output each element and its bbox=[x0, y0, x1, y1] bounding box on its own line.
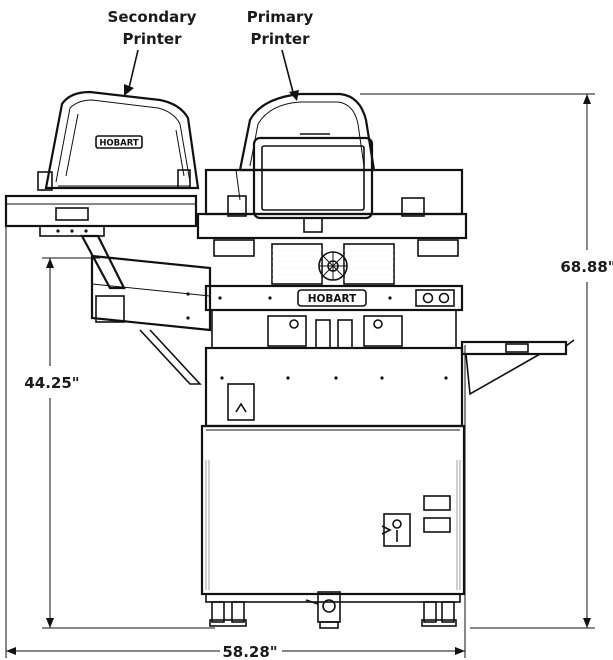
secondary-printer: HOBART bbox=[37, 90, 200, 191]
front-brand-panel: HOBART bbox=[204, 284, 464, 312]
secondary-printer-brand-badge bbox=[95, 135, 143, 149]
secondary-printer-label-line1: Secondary bbox=[108, 8, 197, 26]
upper-frame bbox=[196, 168, 468, 257]
table-height-dimension bbox=[42, 257, 215, 629]
touch-screen bbox=[252, 136, 374, 233]
right-side-shelf bbox=[460, 339, 575, 396]
overall-width-dimension bbox=[5, 200, 466, 658]
overall-height-dimension bbox=[360, 93, 595, 629]
machine-drawing: HOBART bbox=[4, 90, 575, 629]
roller-left bbox=[271, 243, 323, 285]
roller-right bbox=[343, 243, 395, 285]
table-height-label: 44.25" bbox=[24, 374, 79, 392]
secondary-printer-shelf bbox=[4, 194, 212, 385]
primary-printer bbox=[235, 92, 376, 201]
front-brand: HOBART bbox=[308, 293, 357, 305]
mechanism-zone bbox=[211, 309, 457, 349]
primary-printer-label-line1: Primary bbox=[247, 8, 314, 26]
overall-height-label: 68.88" bbox=[560, 258, 613, 276]
cabinet-lower bbox=[200, 424, 466, 596]
cabinet-upper bbox=[204, 346, 464, 428]
primary-printer-label-line2: Printer bbox=[251, 30, 311, 48]
overall-width-label: 58.28" bbox=[222, 643, 277, 660]
center-wheel bbox=[318, 251, 348, 281]
secondary-printer-arrow bbox=[124, 49, 139, 96]
base-casters bbox=[205, 591, 461, 629]
secondary-printer-label-line2: Printer bbox=[123, 30, 183, 48]
secondary-printer-brand: HOBART bbox=[99, 139, 139, 149]
